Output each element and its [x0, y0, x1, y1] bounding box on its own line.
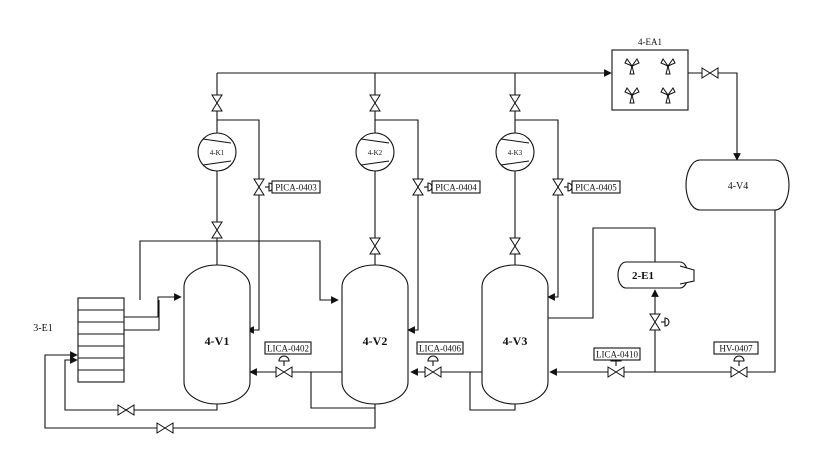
- exchanger-3-e1[interactable]: 3-E1: [33, 297, 125, 383]
- tag-lica-0402[interactable]: LICA-0402: [264, 341, 312, 355]
- piping: [44, 69, 776, 429]
- valve-bottom-loop-2[interactable]: [156, 422, 174, 434]
- valve-k2-bottom[interactable]: [369, 237, 381, 255]
- valve-k3-bottom[interactable]: [509, 237, 521, 255]
- vessel-4-v4[interactable]: 4-V4: [685, 159, 790, 211]
- svg-text:LICA-0402: LICA-0402: [267, 344, 309, 354]
- valve-air-cooler-outlet[interactable]: [701, 67, 719, 79]
- tag-hv-0407[interactable]: HV-0407: [713, 341, 759, 355]
- vessel-4-v3-label: 4-V3: [503, 334, 528, 348]
- tag-lica-0406[interactable]: LICA-0406: [416, 341, 464, 355]
- valve-k2-top[interactable]: [369, 94, 381, 112]
- valve-k1-top[interactable]: [211, 94, 223, 112]
- vessel-4-v1[interactable]: 4-V1: [183, 264, 251, 405]
- valves: [117, 67, 748, 434]
- vessel-4-v3[interactable]: 4-V3: [481, 264, 549, 405]
- valve-bottom-loop-1[interactable]: [117, 404, 135, 416]
- air-cooler-4-ea1[interactable]: 4-EA1: [611, 37, 689, 111]
- compressor-k3[interactable]: 4-K3: [495, 132, 535, 172]
- instrument-tags: PICA-0403 PICA-0404 PICA-0405 LICA-0402 …: [264, 180, 759, 361]
- svg-text:PICA-0403: PICA-0403: [275, 183, 317, 193]
- hv-0407-valve[interactable]: [730, 355, 748, 378]
- compressor-k2-label: 4-K2: [368, 149, 383, 157]
- lica-0402-valve[interactable]: [275, 355, 293, 378]
- svg-text:LICA-0410: LICA-0410: [596, 350, 638, 360]
- compressor-k1[interactable]: 4-K1: [197, 132, 237, 172]
- vessel-4-v1-label: 4-V1: [205, 334, 230, 348]
- compressor-k3-label: 4-K3: [508, 149, 523, 157]
- svg-text:PICA-0405: PICA-0405: [575, 183, 617, 193]
- tag-pica-0404[interactable]: PICA-0404: [431, 180, 481, 194]
- svg-text:PICA-0404: PICA-0404: [435, 183, 477, 193]
- exchanger-3-e1-label: 3-E1: [33, 323, 52, 334]
- svg-text:LICA-0406: LICA-0406: [419, 344, 461, 354]
- pica-0405-valve[interactable]: [552, 178, 573, 196]
- pica-0403-valve[interactable]: [253, 178, 274, 196]
- compressor-k2[interactable]: 4-K2: [355, 132, 395, 172]
- tag-pica-0403[interactable]: PICA-0403: [271, 180, 321, 194]
- compressor-k1-label: 4-K1: [210, 149, 225, 157]
- fan-icon: [624, 58, 676, 104]
- vessel-4-v4-label: 4-V4: [728, 181, 749, 192]
- vessel-4-v2-label: 4-V2: [363, 334, 388, 348]
- svg-text:HV-0407: HV-0407: [719, 344, 753, 354]
- tag-lica-0410[interactable]: LICA-0410: [593, 347, 641, 361]
- pica-0404-valve[interactable]: [412, 178, 433, 196]
- tag-pica-0405[interactable]: PICA-0405: [571, 180, 621, 194]
- valve-k1-bottom[interactable]: [211, 221, 223, 239]
- air-cooler-label: 4-EA1: [638, 37, 662, 47]
- vessel-4-v2[interactable]: 4-V2: [341, 264, 409, 405]
- valve-k3-top[interactable]: [509, 94, 521, 112]
- lica-0406-valve[interactable]: [424, 355, 442, 378]
- e1-feed-valve[interactable]: [649, 313, 670, 331]
- exchanger-2-e1-label: 2-E1: [632, 270, 654, 282]
- exchanger-2-e1[interactable]: 2-E1: [617, 261, 695, 289]
